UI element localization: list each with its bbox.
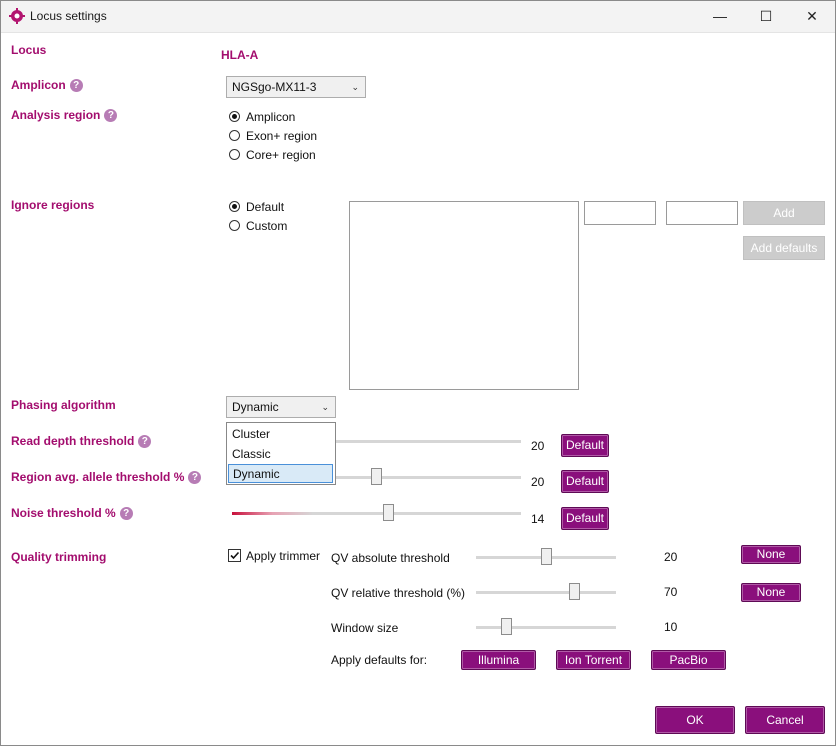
window-title: Locus settings [30, 9, 107, 23]
add-button[interactable]: Add [743, 201, 825, 225]
amplicon-label: Amplicon [11, 78, 66, 92]
radio-default-label: Default [246, 200, 285, 214]
radio-default[interactable] [229, 201, 240, 212]
phasing-option-classic[interactable]: Classic [232, 447, 271, 461]
region-avg-slider-thumb[interactable] [371, 468, 382, 485]
noise-value: 14 [531, 512, 545, 526]
pacbio-button[interactable]: PacBio [651, 650, 726, 670]
help-icon[interactable]: ? [104, 109, 118, 122]
amplicon-select[interactable]: NGSgo-MX11-3 ⌄ [226, 76, 366, 98]
help-icon[interactable]: ? [138, 435, 152, 448]
title-bar [0, 0, 836, 33]
radio-amplicon[interactable] [229, 111, 240, 122]
noise-slider-thumb[interactable] [383, 504, 394, 521]
qv-relative-slider-thumb[interactable] [569, 583, 580, 600]
phasing-option-dynamic[interactable]: Dynamic [228, 464, 333, 483]
radio-exon-region-label: Exon+ region [246, 129, 318, 143]
qv-absolute-label: QV absolute threshold [331, 551, 450, 565]
noise-default-button[interactable]: Default [561, 507, 609, 530]
region-end-input[interactable] [666, 201, 738, 225]
ion-torrent-button[interactable]: Ion Torrent [556, 650, 631, 670]
phasing-selected: Dynamic [232, 400, 279, 414]
radio-core-region-label: Core+ region [246, 148, 316, 162]
region-avg-value: 20 [531, 475, 545, 489]
window-size-label: Window size [331, 621, 399, 635]
apply-defaults-label: Apply defaults for: [331, 653, 428, 667]
noise-row: Noise threshold %? [11, 506, 133, 520]
qv-relative-label: QV relative threshold (%) [331, 586, 466, 600]
chevron-down-icon: ⌄ [321, 402, 329, 412]
apply-trimmer-checkbox[interactable] [228, 549, 241, 562]
close-icon[interactable]: ✕ [806, 7, 818, 24]
qv-absolute-none-button[interactable]: None [741, 545, 801, 564]
locus-value: HLA-A [221, 48, 259, 62]
add-defaults-button[interactable]: Add defaults [743, 236, 825, 260]
amplicon-row: Amplicon? [11, 78, 83, 92]
qv-absolute-slider-thumb[interactable] [541, 548, 552, 565]
region-avg-default-button[interactable]: Default [561, 470, 609, 493]
window-size-value: 10 [664, 620, 678, 634]
phasing-dropdown-list: Cluster Classic Dynamic [226, 422, 336, 485]
qv-relative-value: 70 [664, 585, 678, 599]
gear-icon [9, 8, 25, 24]
read-depth-value: 20 [531, 439, 545, 453]
apply-trimmer-label: Apply trimmer [246, 549, 321, 563]
radio-amplicon-label: Amplicon [246, 110, 296, 124]
cancel-button[interactable]: Cancel [745, 706, 825, 734]
locus-label: Locus [11, 43, 47, 57]
analysis-region-label: Analysis region [11, 108, 101, 122]
check-icon [230, 551, 240, 560]
chevron-down-icon: ⌄ [351, 82, 359, 92]
help-icon[interactable]: ? [188, 471, 202, 484]
window-size-slider[interactable] [476, 626, 616, 629]
region-avg-label: Region avg. allele threshold % [11, 470, 185, 484]
region-avg-row: Region avg. allele threshold %? [11, 470, 202, 484]
maximize-icon[interactable]: ☐ [759, 7, 773, 24]
region-start-input[interactable] [584, 201, 656, 225]
qv-relative-none-button[interactable]: None [741, 583, 801, 602]
read-depth-slider[interactable] [232, 440, 521, 443]
amplicon-selected: NGSgo-MX11-3 [232, 80, 317, 94]
ignore-regions-label: Ignore regions [11, 198, 95, 212]
noise-slider[interactable] [232, 512, 521, 515]
illumina-button[interactable]: Illumina [461, 650, 536, 670]
quality-trimming-label: Quality trimming [11, 550, 107, 564]
minimize-icon[interactable]: — [713, 8, 727, 24]
read-depth-default-button[interactable]: Default [561, 434, 609, 457]
noise-label: Noise threshold % [11, 506, 116, 520]
radio-custom-label: Custom [246, 219, 288, 233]
phasing-option-cluster[interactable]: Cluster [232, 427, 271, 441]
radio-custom[interactable] [229, 220, 240, 231]
qv-absolute-value: 20 [664, 550, 678, 564]
ok-button[interactable]: OK [655, 706, 735, 734]
ignore-regions-list[interactable] [349, 201, 579, 390]
help-icon[interactable]: ? [119, 507, 133, 520]
radio-exon-region[interactable] [229, 130, 240, 141]
help-icon[interactable]: ? [69, 79, 83, 92]
phasing-label: Phasing algorithm [11, 398, 116, 412]
window-size-slider-thumb[interactable] [501, 618, 512, 635]
phasing-select[interactable]: Dynamic ⌄ [226, 396, 336, 418]
qv-relative-slider[interactable] [476, 591, 616, 594]
radio-core-region[interactable] [229, 149, 240, 160]
analysis-region-row: Analysis region? [11, 108, 118, 122]
read-depth-row: Read depth threshold? [11, 434, 152, 448]
read-depth-label: Read depth threshold [11, 434, 135, 448]
